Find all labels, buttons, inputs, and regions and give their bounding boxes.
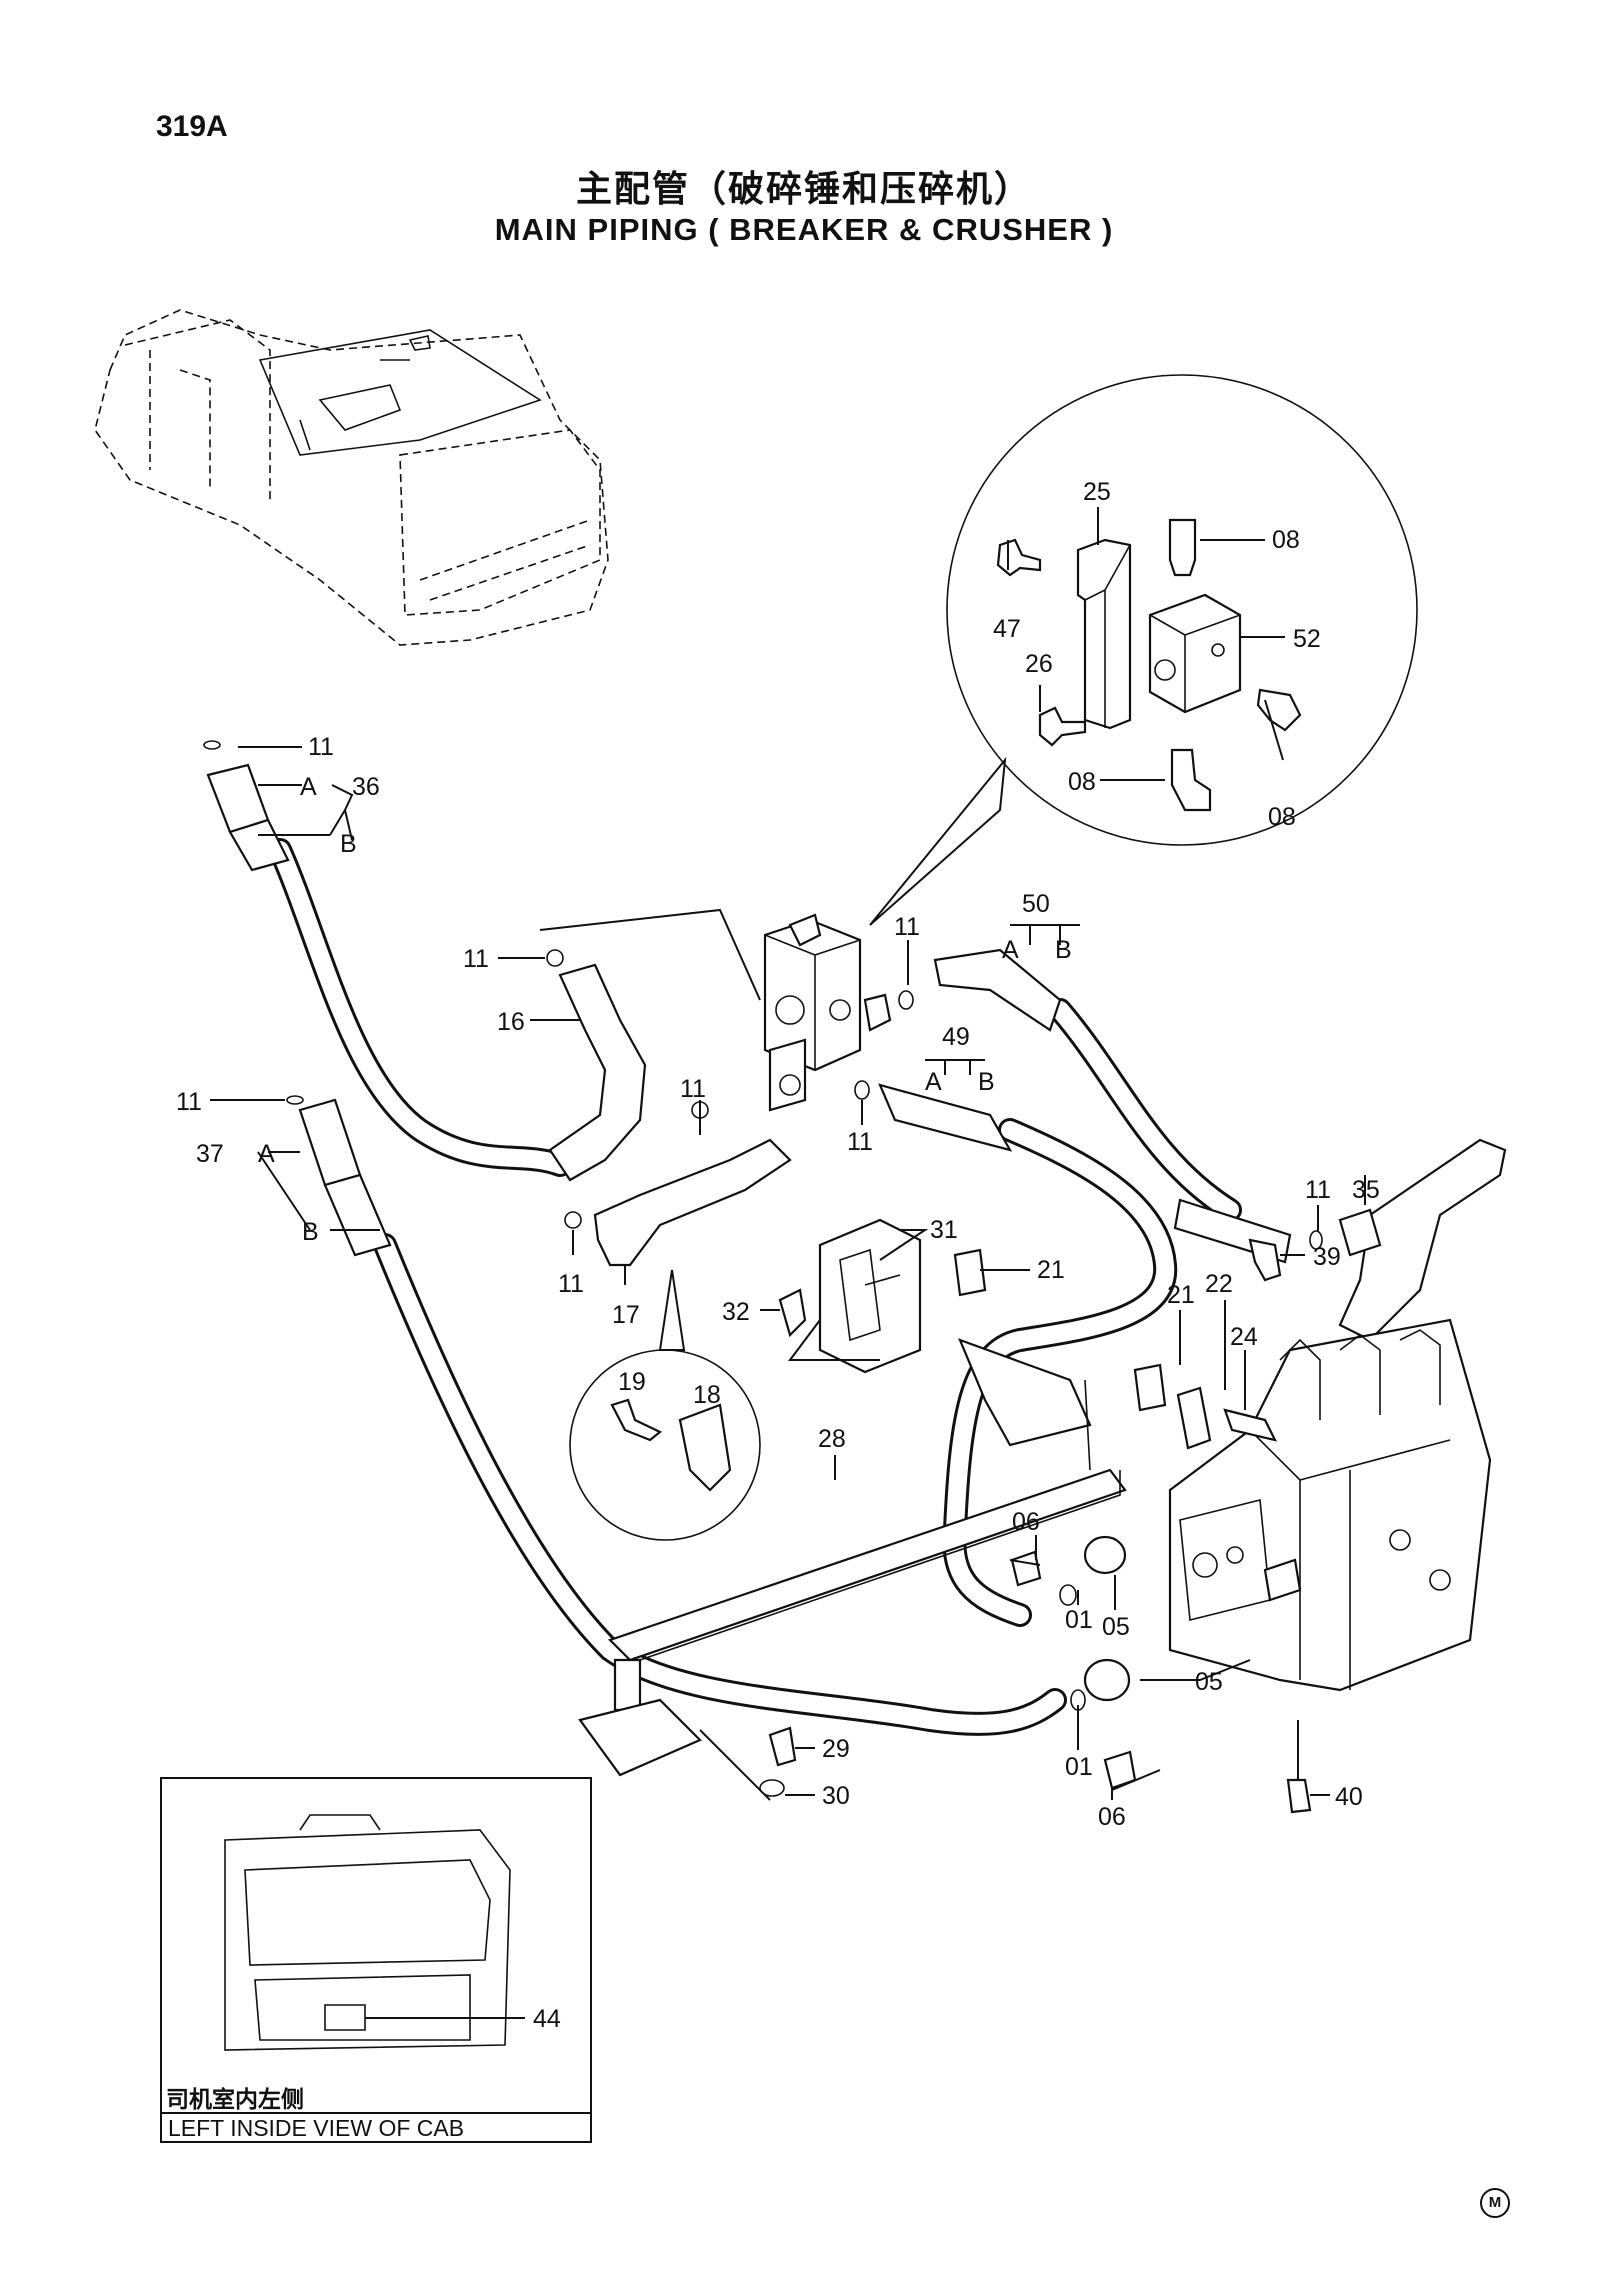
callout-47: 47 (993, 615, 1021, 643)
callout-11: 11 (176, 1088, 202, 1116)
callout-08: 08 (1068, 768, 1096, 796)
callout-11: 11 (847, 1128, 873, 1156)
callout-28: 28 (818, 1425, 846, 1453)
small-parts (203, 740, 1382, 1814)
control-valve (1168, 1318, 1492, 1692)
circled-m-mark: M (1480, 2188, 1510, 2218)
callout-24: 24 (1230, 1323, 1258, 1351)
callout-52: 52 (1293, 625, 1321, 653)
callout-18: 18 (693, 1381, 721, 1409)
callout-37: 37 (196, 1140, 224, 1168)
callout-50: 50 (1022, 890, 1050, 918)
callout-49: 49 (942, 1023, 970, 1051)
callout-36: 36 (352, 773, 380, 801)
callout-37-a: A (258, 1140, 275, 1168)
callout-16: 16 (497, 1008, 525, 1036)
excavator-overview (94, 309, 609, 646)
callout-01: 01 (1065, 1753, 1093, 1781)
callout-39: 39 (1313, 1243, 1341, 1271)
callout-44: 44 (533, 2005, 561, 2033)
callout-49-a: A (925, 1068, 942, 1096)
callout-26: 26 (1025, 650, 1053, 678)
callout-01: 01 (1065, 1606, 1093, 1634)
callout-08: 08 (1268, 803, 1296, 831)
callout-17: 17 (612, 1301, 640, 1329)
callout-29: 29 (822, 1735, 850, 1763)
callout-21: 21 (1037, 1256, 1065, 1284)
callout-11: 11 (558, 1270, 584, 1298)
callout-31: 31 (930, 1216, 958, 1244)
callout-labels: 01 01 05 05 06 06 08 08 08 11 11 11 11 1… (176, 478, 1380, 2033)
callout-06: 06 (1012, 1508, 1040, 1536)
clamp-detail-circle (569, 1269, 761, 1541)
cab-inset-caption-english: LEFT INSIDE VIEW OF CAB (160, 2112, 592, 2143)
hoses (206, 763, 1507, 1736)
frame (578, 1379, 1127, 1777)
callout-11: 11 (894, 913, 920, 941)
valve-detail-circle (869, 374, 1418, 926)
callout-40: 40 (1335, 1783, 1363, 1811)
page-number: 319A (156, 110, 228, 143)
valve-block (763, 913, 892, 1112)
callout-37-b: B (302, 1218, 319, 1246)
leader-lines (210, 507, 1366, 2019)
callout-06: 06 (1098, 1803, 1126, 1831)
callout-50-a: A (1002, 936, 1019, 964)
callout-21: 21 (1167, 1281, 1195, 1309)
callout-36-b: B (340, 830, 357, 858)
callout-30: 30 (822, 1782, 850, 1810)
cab-inset-caption-chinese: 司机室内左侧 (166, 2087, 304, 2113)
callout-49-b: B (978, 1068, 995, 1096)
callout-11: 11 (1305, 1176, 1331, 1204)
callout-11: 11 (308, 733, 334, 761)
callout-50-b: B (1055, 936, 1072, 964)
callout-11: 11 (463, 945, 489, 973)
callout-19: 19 (618, 1368, 646, 1396)
title-chinese: 主配管（破碎锤和压碎机） (575, 169, 1032, 210)
cab-inset-drawing (224, 1814, 511, 2051)
cab-inset-frame (160, 1777, 592, 2143)
callout-32: 32 (722, 1298, 750, 1326)
title-english: MAIN PIPING ( BREAKER & CRUSHER ) (494, 212, 1114, 247)
callout-22: 22 (1205, 1270, 1233, 1298)
callout-35: 35 (1352, 1176, 1380, 1204)
callout-05: 05 (1102, 1613, 1130, 1641)
callout-05: 05 (1195, 1668, 1223, 1696)
callout-25: 25 (1083, 478, 1111, 506)
brackets (818, 1218, 1212, 1450)
callout-36-a: A (300, 773, 317, 801)
callout-08: 08 (1272, 526, 1300, 554)
callout-11: 11 (680, 1075, 706, 1103)
